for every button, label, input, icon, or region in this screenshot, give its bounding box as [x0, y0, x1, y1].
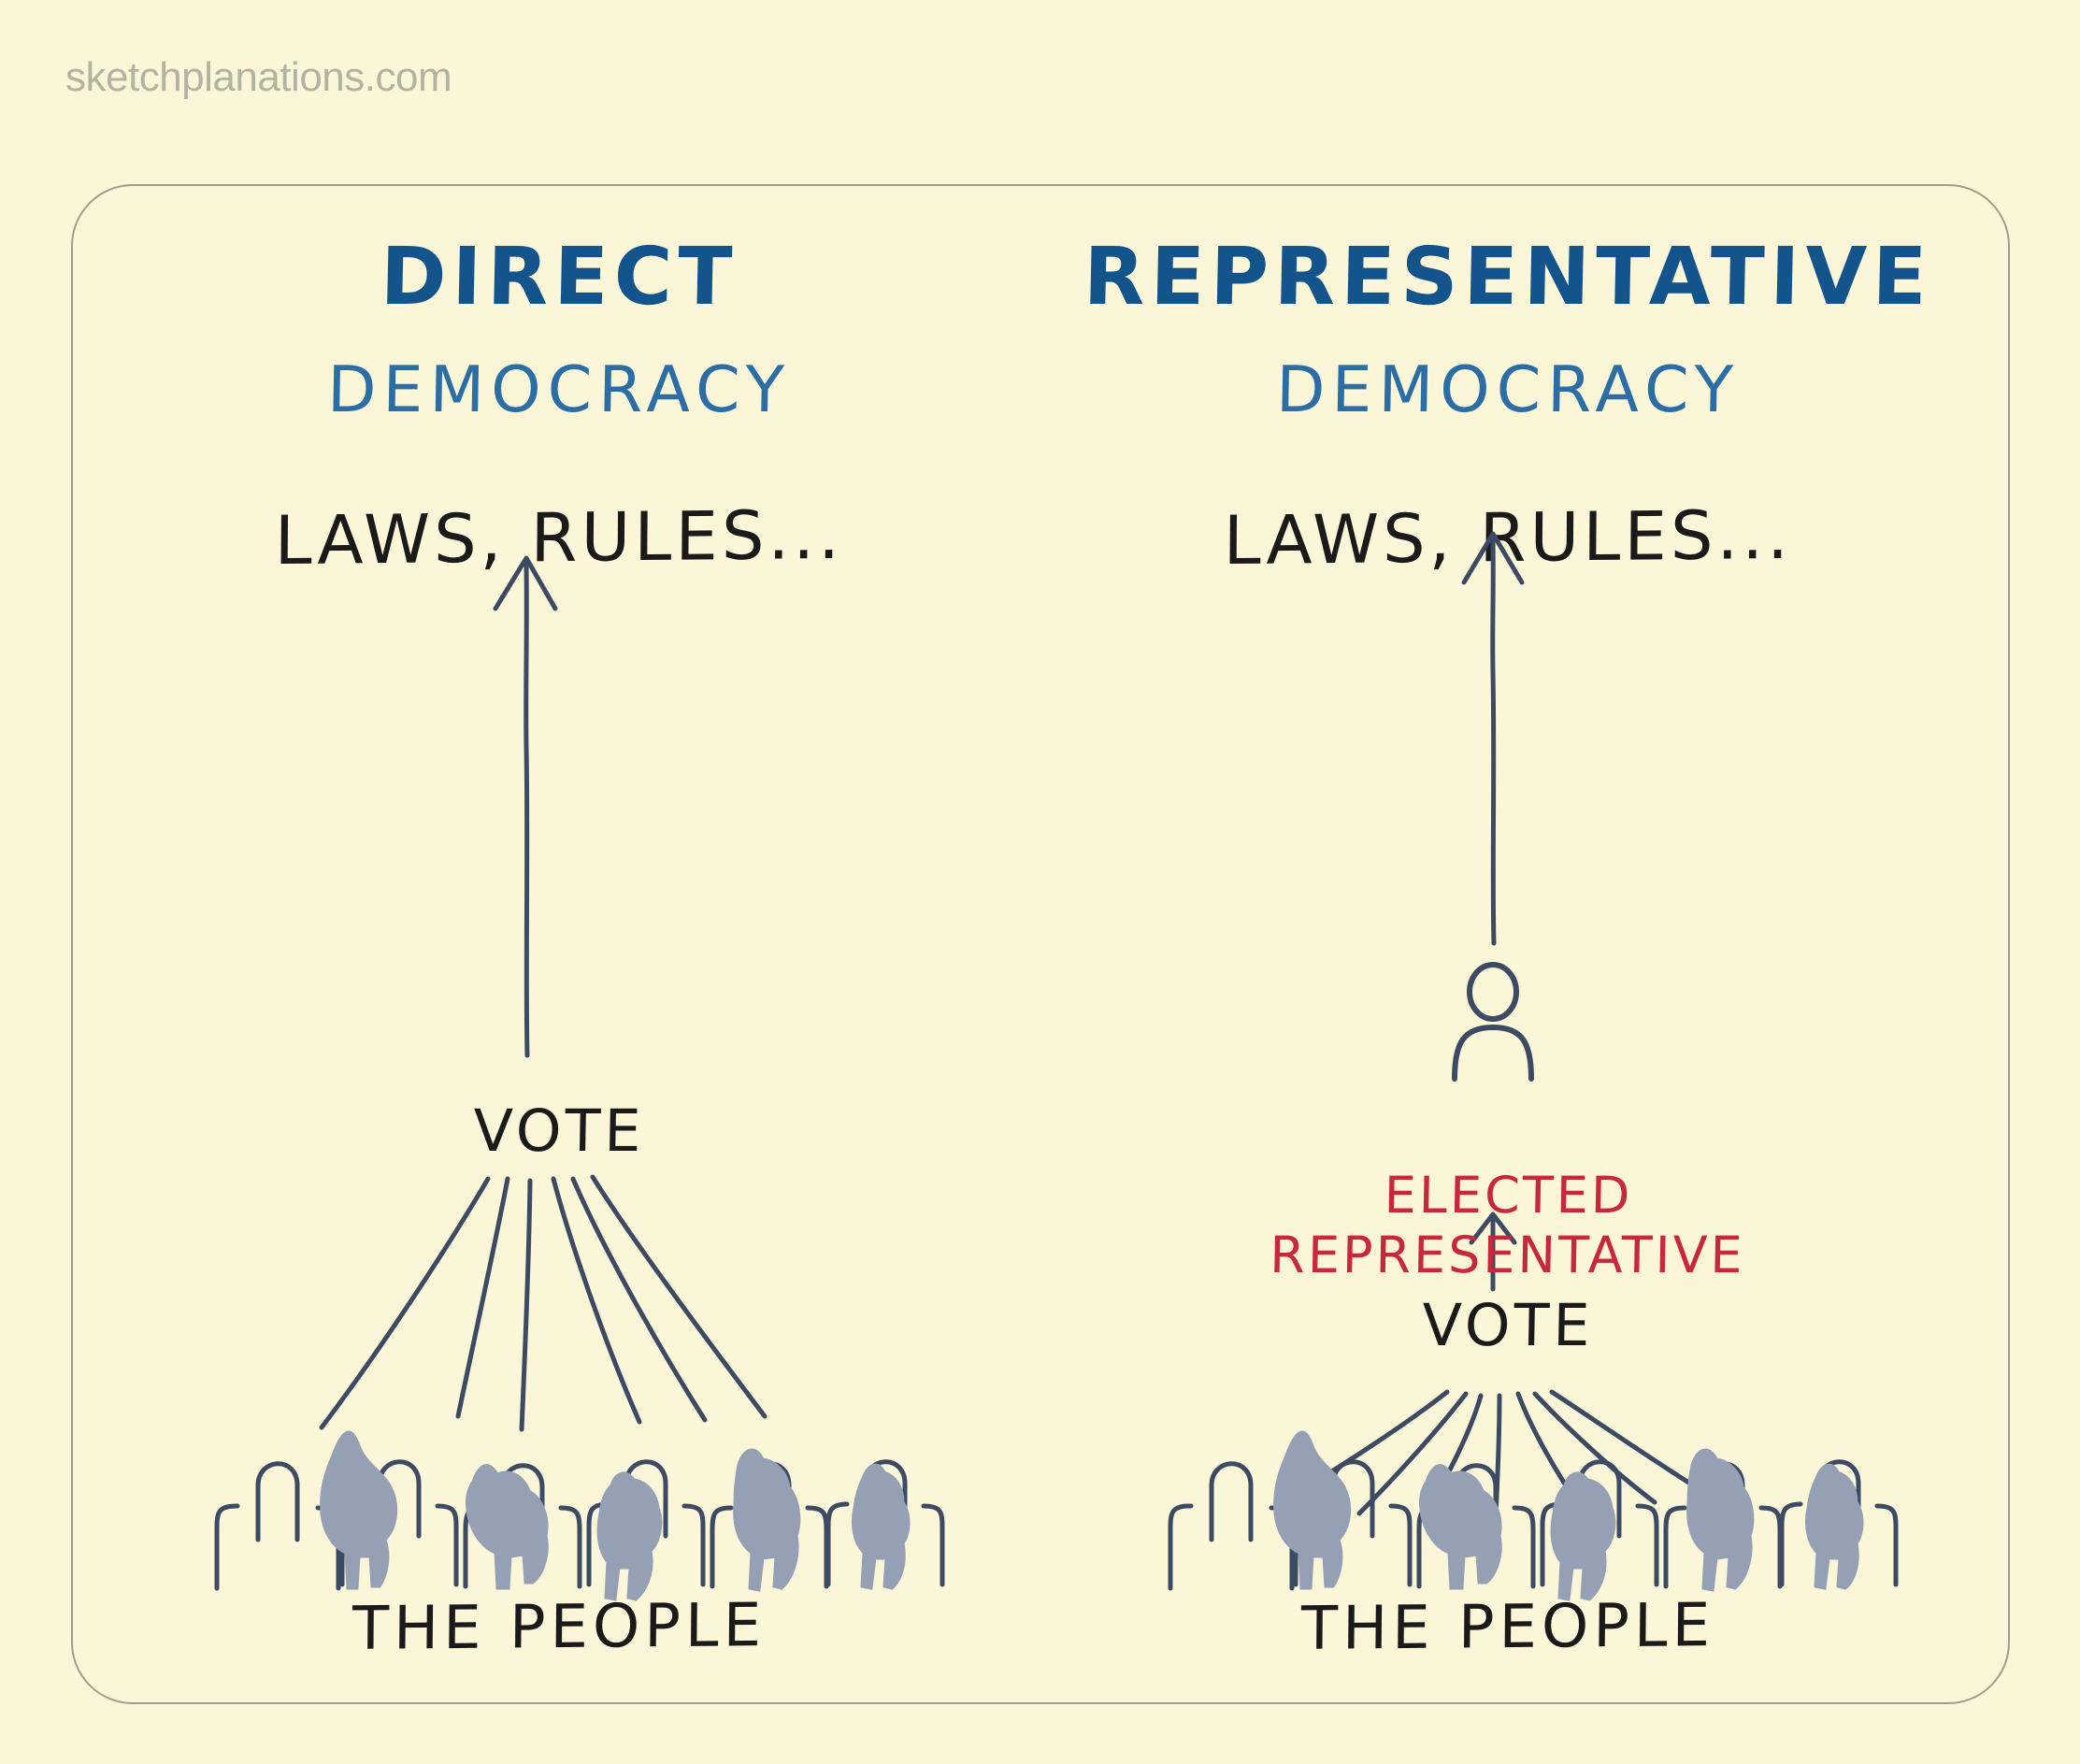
person-icon — [1452, 962, 1534, 1082]
representative-crowd-icon — [1168, 1430, 1899, 1601]
representative-upper-arrow-group — [1284, 531, 1708, 1518]
up-arrow-icon-short — [1469, 1212, 1517, 1292]
up-arrow-icon — [493, 555, 558, 1058]
up-arrow-icon — [1461, 531, 1525, 946]
direct-people-label: THE PEOPLE — [351, 1591, 767, 1664]
illustration-card: DIRECT DEMOCRACY LAWS, RULES... — [71, 184, 2010, 1704]
column-representative-democracy: REPRESENTATIVE DEMOCRACY LAWS, RULES... — [1045, 186, 1971, 1706]
crowd-figures — [1168, 1430, 1899, 1601]
watermark-sketchplanations: sketchplanations.com — [65, 54, 452, 100]
column-direct-democracy: DIRECT DEMOCRACY LAWS, RULES... — [110, 186, 1008, 1706]
crowd-figures — [214, 1430, 945, 1601]
direct-arrow-group — [319, 555, 767, 1432]
representative-people-label: THE PEOPLE — [1300, 1591, 1715, 1664]
direct-crowd-icon — [214, 1430, 945, 1601]
vote-rays-icon — [319, 1174, 767, 1432]
